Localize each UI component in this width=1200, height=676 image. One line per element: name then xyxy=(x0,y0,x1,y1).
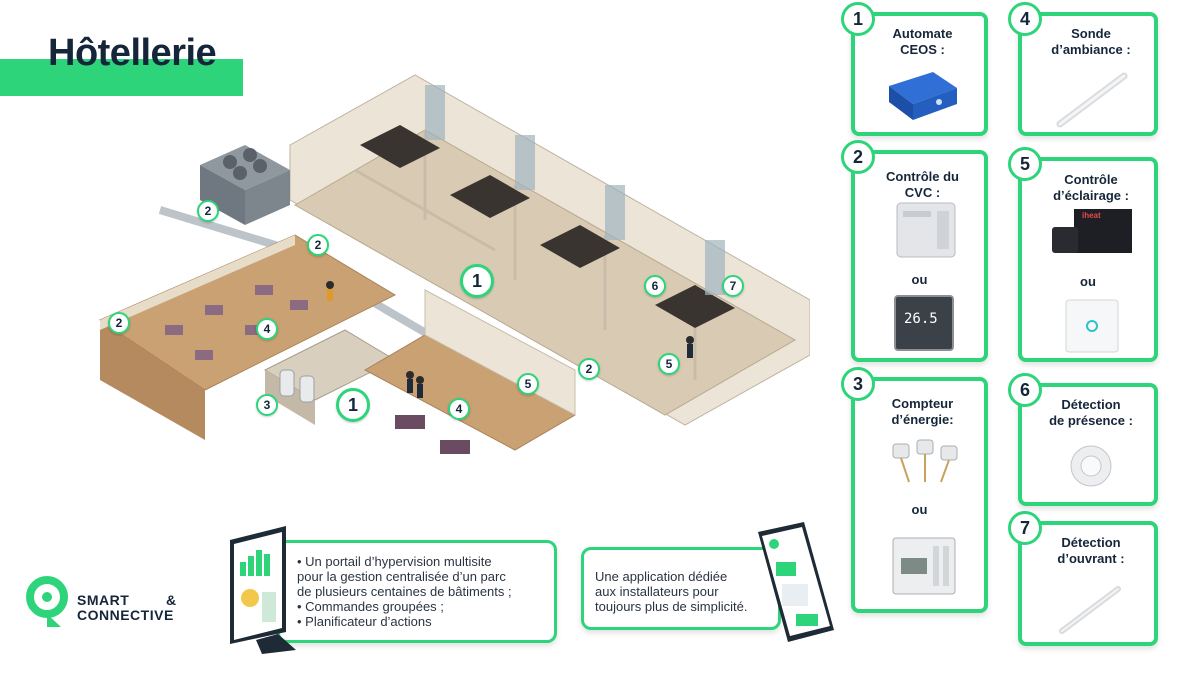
scene-marker-hvac-wall: 2 xyxy=(307,234,329,256)
scene-marker-lighting-room: 5 xyxy=(658,353,680,375)
thermostat-display: 26.5 xyxy=(904,311,938,327)
monitor-dashboard-icon xyxy=(230,526,296,654)
touch-switch-icon xyxy=(1065,299,1119,353)
logo-text-smart: SMART xyxy=(77,592,130,608)
brand-label: iheat xyxy=(1082,211,1101,220)
card-number: 1 xyxy=(841,2,875,36)
opening-sensor-icon xyxy=(1059,586,1121,634)
or-separator: ou xyxy=(1080,274,1096,289)
smart-connective-logo-icon xyxy=(26,576,68,627)
scene-marker-controller-rooms: 1 xyxy=(460,264,494,298)
card-number: 6 xyxy=(1008,373,1042,407)
app-description: Une application dédiée aux installateurs… xyxy=(595,569,748,614)
scene-marker-probe-lobby: 4 xyxy=(448,398,470,420)
page-title: Hôtellerie xyxy=(48,32,217,74)
portal-description-box: • Un portail d’hypervision multisite pou… xyxy=(277,540,557,643)
scene-marker-hvac-room: 2 xyxy=(578,358,600,380)
scene-marker-energy-meter: 3 xyxy=(256,394,278,416)
title-accent-bar xyxy=(0,59,243,96)
card-number: 4 xyxy=(1008,2,1042,36)
portal-description: • Un portail d’hypervision multisite pou… xyxy=(297,554,512,629)
ambient-probe-icon xyxy=(1056,72,1128,128)
thermostat-icon: 26.5 xyxy=(894,295,954,351)
hotel-illustration: 2 2 2 4 3 1 4 5 1 2 6 7 5 xyxy=(95,70,811,500)
logo-text-ampersand: & xyxy=(166,592,177,608)
or-separator: ou xyxy=(911,272,928,287)
scene-marker-lighting-lobby: 5 xyxy=(517,373,539,395)
lighting-module-icon: iheat xyxy=(1052,209,1134,259)
presence-sensor-icon xyxy=(1070,445,1112,487)
hvac-module-icon xyxy=(896,202,956,258)
card-number: 2 xyxy=(841,140,875,174)
logo-text-connective: CONNECTIVE xyxy=(77,607,174,623)
or-separator: ou xyxy=(911,502,928,517)
current-clamp-icon xyxy=(892,439,958,483)
smartphone-app-icon xyxy=(758,522,834,642)
card-number: 5 xyxy=(1008,147,1042,181)
controller-box-icon xyxy=(889,72,957,120)
card-number: 7 xyxy=(1008,511,1042,545)
scene-marker-hvac-restaurant: 2 xyxy=(108,312,130,334)
scene-marker-opening: 7 xyxy=(722,275,744,297)
scene-marker-hvac-roof: 2 xyxy=(197,200,219,222)
scene-marker-probe-restaurant: 4 xyxy=(256,318,278,340)
app-description-box: Une application dédiée aux installateurs… xyxy=(581,547,781,630)
hotel-floorplan-drawing xyxy=(98,74,811,454)
card-number: 3 xyxy=(841,367,875,401)
din-meter-icon xyxy=(892,537,956,595)
scene-marker-controller-technical: 1 xyxy=(336,388,370,422)
scene-marker-presence: 6 xyxy=(644,275,666,297)
